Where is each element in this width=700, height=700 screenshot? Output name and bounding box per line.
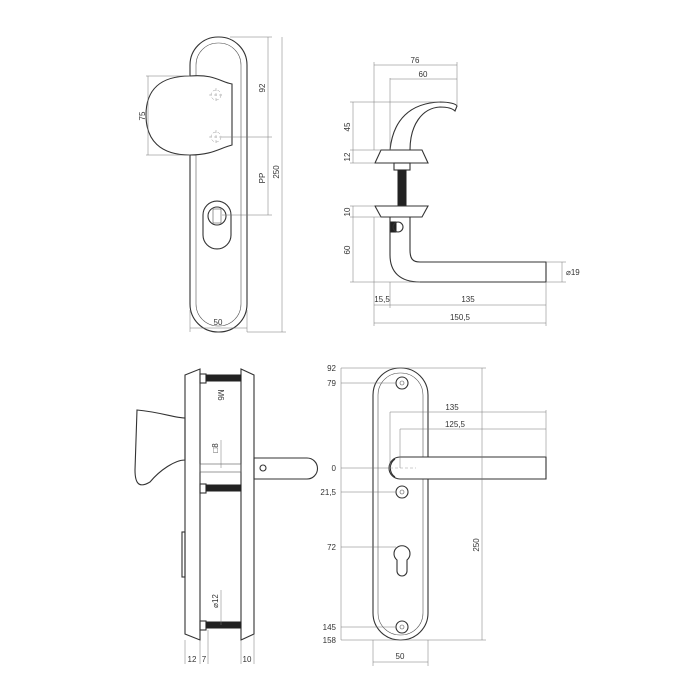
lever-end-profile xyxy=(253,457,318,480)
threaded-spindle xyxy=(397,169,407,207)
cylinder-cover xyxy=(202,200,232,250)
knob-curve xyxy=(389,101,458,151)
dim-lever-length: 135 xyxy=(445,403,459,412)
bolt xyxy=(199,373,242,384)
dim-lever-length-inner: 125,5 xyxy=(445,420,466,429)
bolt xyxy=(199,483,242,494)
dim-plate-width: 50 xyxy=(214,318,223,327)
upper-rose xyxy=(374,149,429,164)
ladder-label: 92 xyxy=(327,364,336,373)
ladder-label: 158 xyxy=(323,636,337,645)
side-view-knob-lever: 76 60 45 12 10 60 15,5 135 150,5 ⌀19 xyxy=(343,56,580,326)
dim-plate-width: 50 xyxy=(396,652,405,661)
dim-plate1: 12 xyxy=(188,655,197,664)
grub-screw-head xyxy=(392,221,404,233)
knob-side-profile xyxy=(134,409,186,486)
dim-lever-offset: 15,5 xyxy=(374,295,390,304)
dim-lever-total: 150,5 xyxy=(450,313,471,322)
ladder-label: 79 xyxy=(327,379,336,388)
dim-plate2: 10 xyxy=(243,655,252,664)
front-view-lever-side: 92 79 0 21,5 72 145 158 135 125,5 250 50 xyxy=(320,364,547,666)
dimension-lines xyxy=(340,367,547,666)
label-thread: M6 xyxy=(216,389,225,401)
dim-screw-to-top: 92 xyxy=(258,83,267,92)
escutcheon-plate-outer xyxy=(189,36,248,333)
front-view-knob-side: 75 92 PP 250 50 xyxy=(138,36,286,333)
dimension-lines xyxy=(184,440,255,664)
dim-plate-length: 250 xyxy=(272,165,281,179)
outer-plate xyxy=(184,368,201,641)
screw xyxy=(395,620,409,634)
label-bolt-diameter: ⌀12 xyxy=(211,594,220,608)
dim-lever-drop: 60 xyxy=(343,245,352,254)
square-spindle xyxy=(199,463,242,473)
side-section-view: M6 □8 ⌀12 12 7 10 xyxy=(134,368,318,664)
screw-hole xyxy=(209,130,223,144)
label-spindle: □8 xyxy=(211,443,220,453)
dim-plate-length: 250 xyxy=(472,538,481,552)
screw-hole xyxy=(209,88,223,102)
inner-plate xyxy=(240,368,255,641)
dim-lever-length: 135 xyxy=(461,295,475,304)
dim-lever-diameter: ⌀19 xyxy=(566,268,580,277)
dim-knob-height: 75 xyxy=(138,111,147,120)
dim-lower-rose-height: 10 xyxy=(343,207,352,216)
cylinder-hole xyxy=(207,206,227,226)
dim-knob-reach: 76 xyxy=(411,56,420,65)
escutcheon-plate-outer xyxy=(372,367,429,641)
lever-outline xyxy=(389,217,547,283)
dim-pp: PP xyxy=(258,173,267,184)
cylinder-cam xyxy=(212,208,222,224)
cylinder-hole xyxy=(393,545,411,577)
dim-rose-height: 12 xyxy=(343,152,352,161)
dimension-lines xyxy=(146,36,286,333)
grub-screw xyxy=(259,464,267,472)
bolt xyxy=(199,620,242,631)
ladder-label: 21,5 xyxy=(320,488,336,497)
ladder-label: 0 xyxy=(332,464,337,473)
dimension-lines xyxy=(350,62,566,326)
lower-rose xyxy=(374,205,429,218)
dim-knob-height: 45 xyxy=(343,122,352,131)
screw xyxy=(395,485,409,499)
cylinder-cover-profile xyxy=(181,531,186,578)
ladder-label: 72 xyxy=(327,543,336,552)
lever-bar xyxy=(388,456,547,480)
dim-gap: 7 xyxy=(202,655,207,664)
dim-knob-reach-inner: 60 xyxy=(419,70,428,79)
spindle-collar xyxy=(393,162,411,171)
escutcheon-plate-inner xyxy=(195,42,242,327)
ladder-label: 145 xyxy=(323,623,337,632)
escutcheon-plate-inner xyxy=(377,372,424,636)
screw xyxy=(395,376,409,390)
knob-outline xyxy=(145,75,233,156)
